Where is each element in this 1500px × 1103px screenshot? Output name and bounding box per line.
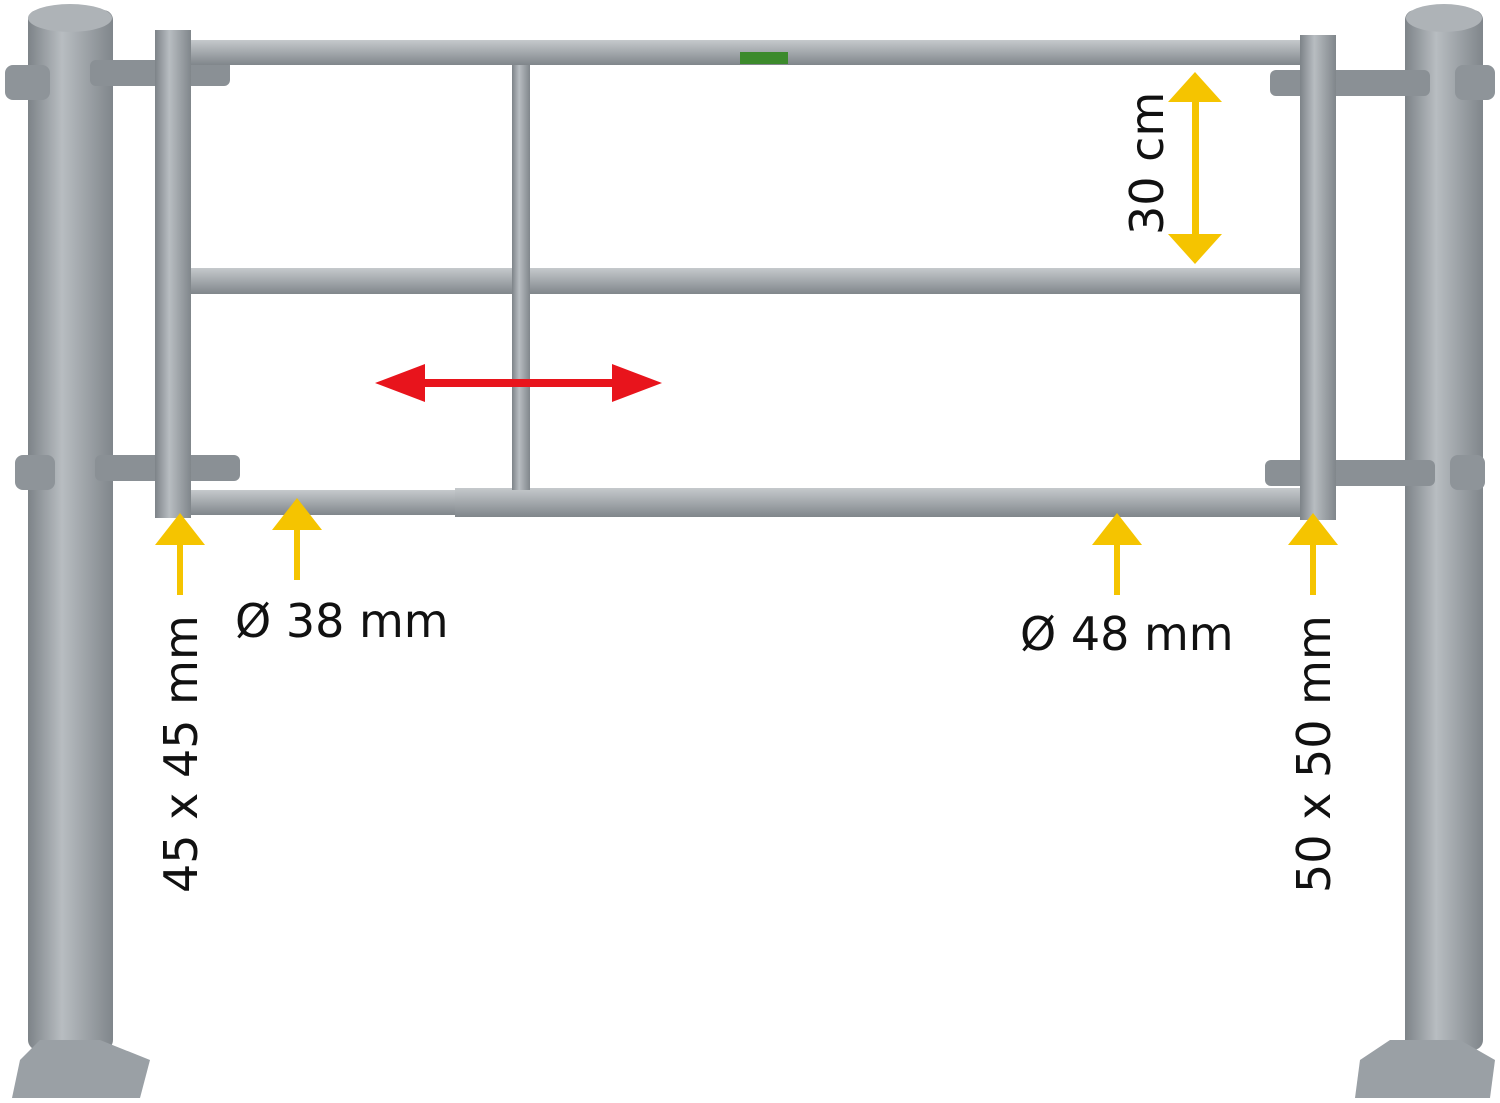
rail-spacing-label: 30 cm (1120, 92, 1174, 235)
left-post (5, 4, 150, 1098)
gate-frame (155, 30, 1336, 520)
right-frame-label: 50 x 50 mm (1287, 615, 1341, 893)
brand-logo-plate (740, 52, 788, 64)
small-tube-label: Ø 38 mm (235, 594, 449, 648)
rail-spacing-arrow (1168, 72, 1222, 264)
large-tube-label: Ø 48 mm (1020, 607, 1234, 661)
left-frame-label: 45 x 45 mm (154, 615, 208, 893)
dimension-pointers (155, 498, 1338, 595)
right-post (1355, 4, 1495, 1098)
adjustment-arrow (375, 364, 662, 402)
